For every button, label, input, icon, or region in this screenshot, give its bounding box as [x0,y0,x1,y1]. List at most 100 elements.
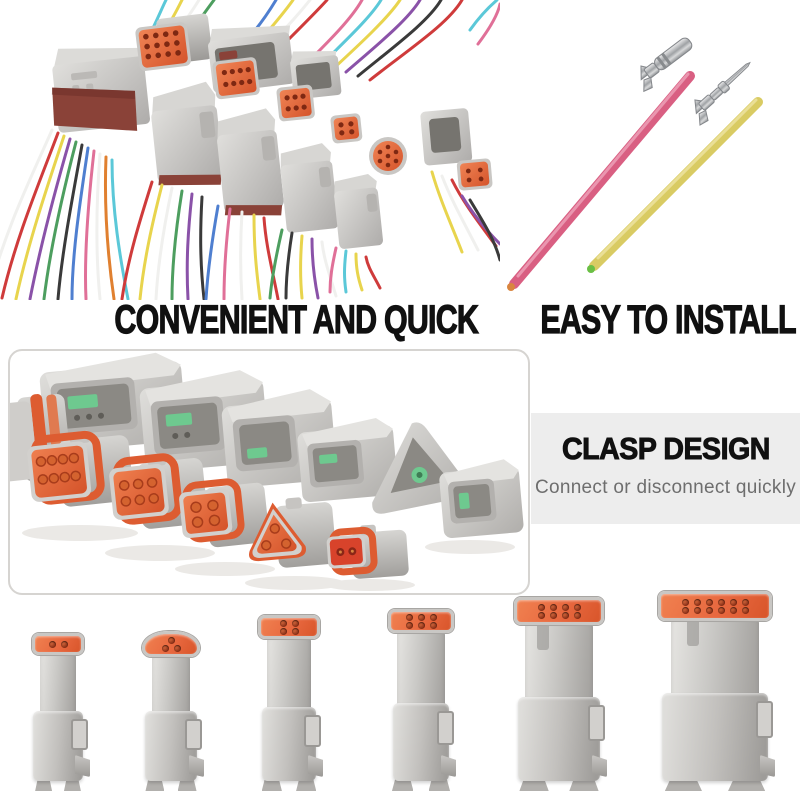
orange-seal-cap [514,597,604,625]
pin-hole [405,621,413,629]
pin-hole [48,640,56,648]
plug-base [393,703,456,781]
receptacle-6pin [221,389,338,488]
pin-holes [537,603,581,620]
pin-hole [741,606,749,614]
hole-row [537,603,581,611]
connector-2pin-figure [32,633,90,791]
latch-tab [304,715,321,748]
wired-connectors-photo [0,0,502,301]
headline-convenient-and-quick: CONVENIENT AND QUICK [114,298,479,342]
orange-seal-cap [32,633,84,655]
hole-row [279,627,299,635]
pin-hole [291,619,299,627]
connector-12pin-plug [135,13,213,71]
plug-4pin [179,478,270,548]
pin-holes [161,636,181,653]
connector-front-1 [151,81,224,186]
pin-hole [291,627,299,635]
connector-3pin-figure [142,631,204,791]
latch-tab [756,701,773,739]
hole-row [537,611,581,619]
plug-base [33,711,90,781]
ground-shadows [22,525,515,591]
connector-8pin-plug [212,57,260,100]
pin-hole [717,598,725,606]
mounting-feet [391,779,451,791]
plug-2pin [326,524,409,579]
pin-hole [573,611,581,619]
pin-hole [693,598,701,606]
pin-hole [705,598,713,606]
connector-size-lineup [0,591,800,799]
pin-hole [417,621,425,629]
mounting-feet [145,779,197,791]
wire-bundles [0,128,502,301]
pin-hole [537,603,545,611]
clasp-clip [75,755,90,777]
connector-6pin-plug [276,84,315,122]
yellow-wire [587,97,763,273]
orange-seal-cap [658,591,772,621]
plug-body [40,653,76,717]
clasp-clip [189,755,204,777]
hole-row [279,619,299,627]
plug-base [262,707,323,781]
pin-hole [279,627,287,635]
crimp-terminals-photo [490,10,800,300]
orange-seal-cap [142,631,200,657]
pin-hole [729,606,737,614]
hole-row [681,606,749,614]
pin-hole [681,606,689,614]
plug-body [525,623,593,703]
plug-3pin-triangle [249,497,337,568]
connector-front-2 [217,108,284,216]
clasp-clip [592,755,607,777]
pin-hole [561,603,569,611]
connector-8pin-figure [514,597,607,791]
clasp-design-callout: CLASP DESIGN Connect or disconnect quick… [531,413,800,524]
mounting-feet [664,779,766,791]
headline-left-wrap: CONVENIENT AND QUICK [57,299,479,340]
pin-holes [48,640,68,649]
mounting-feet [261,779,317,791]
latch-tab [588,705,605,741]
hole-row [405,621,437,629]
plug-base [662,693,775,781]
latch-tab [437,711,454,745]
pin-holes [681,598,749,615]
clasp-design-subtitle: Connect or disconnect quickly [534,477,797,498]
plug-body [152,655,190,717]
clasp-design-photo-panel [8,349,530,595]
clasp-clip [441,755,456,777]
pin-hole [729,598,737,606]
pin-holes [279,619,299,636]
pin-holes [405,613,437,630]
pin-hole [741,598,749,606]
connector-front-4 [334,174,383,249]
pink-wire [507,71,695,291]
pin-hole [173,644,181,652]
clasp-design-title: CLASP DESIGN [561,431,770,466]
clasp-connectors-illustration [10,352,524,591]
receptacle-12pin [39,352,187,452]
plug-base [518,697,607,781]
plug-base [145,711,204,781]
receptacle-4pin [297,418,398,503]
mounting-feet [519,779,599,791]
pin-hole [429,613,437,621]
connector-6pin-figure [388,609,456,791]
pin-hole [161,644,169,652]
pin-hole [417,613,425,621]
pin-hole [537,611,545,619]
connector-round-plug [369,137,407,175]
receptacle-2pin [439,459,524,539]
pin-hole [405,613,413,621]
hole-row [48,640,68,648]
hole-row [681,598,749,606]
orange-seal-cap [258,615,320,639]
clasp-clip [308,755,323,777]
crimp-terminals-illustration [507,37,763,291]
connector-12pin-figure [658,591,775,791]
